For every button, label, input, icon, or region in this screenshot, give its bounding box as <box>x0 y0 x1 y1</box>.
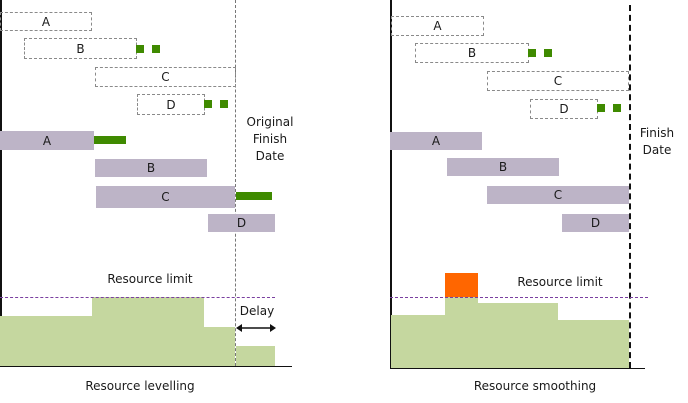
resource-block <box>478 303 558 368</box>
task-label: D <box>590 216 601 230</box>
over-allocation-block <box>445 273 478 297</box>
resource-block <box>236 346 275 366</box>
smoothing-resource-limit-line <box>390 297 648 298</box>
float-marker <box>204 100 212 108</box>
resource-block <box>92 297 204 366</box>
task-label: C <box>161 70 170 84</box>
float-bar <box>94 136 126 144</box>
resource-block <box>445 297 478 368</box>
finish-label-line: Finish <box>252 132 288 146</box>
task-label: C <box>553 74 563 88</box>
smoothing-resource-limit-label: Resource limit <box>517 275 603 289</box>
smoothing-task-b: B <box>447 158 559 176</box>
finish-label-line: Finish <box>639 126 675 140</box>
smoothing-original-task-d: D <box>530 99 598 119</box>
smoothing-original-task-b: B <box>415 43 529 63</box>
smoothing-original-task-c: C <box>487 71 629 91</box>
task-label: D <box>236 216 247 230</box>
smoothing-caption: Resource smoothing <box>473 379 597 393</box>
task-label: A <box>41 14 51 29</box>
levelling-caption: Resource levelling <box>85 379 195 393</box>
task-label: A <box>431 134 441 148</box>
float-marker <box>613 104 621 112</box>
levelling-resource-limit-label: Resource limit <box>107 272 193 286</box>
float-marker <box>152 45 160 53</box>
delay-arrow-icon <box>236 324 276 332</box>
levelling-resource-limit-line <box>0 297 275 298</box>
smoothing-finish-date-label: Finish Date <box>634 125 680 159</box>
levelling-x-axis <box>0 366 292 367</box>
task-label: A <box>42 133 52 148</box>
levelling-finish-date-label: Original Finish Date <box>240 114 300 165</box>
smoothing-task-a: A <box>390 132 482 150</box>
resource-block <box>204 327 235 366</box>
task-label: D <box>166 97 176 112</box>
task-label: C <box>161 190 170 204</box>
float-marker <box>220 100 228 108</box>
float-marker <box>597 104 605 112</box>
delay-label: Delay <box>239 304 275 318</box>
task-label: A <box>433 19 442 33</box>
smoothing-task-d: D <box>562 214 629 232</box>
levelling-task-b: B <box>95 159 207 177</box>
levelling-task-d: D <box>208 214 275 232</box>
levelling-original-task-a: A <box>0 12 92 31</box>
resource-block <box>0 316 92 366</box>
levelling-task-c: C <box>96 186 235 208</box>
levelling-original-task-d: D <box>137 94 205 115</box>
smoothing-original-task-a: A <box>391 16 484 36</box>
levelling-y-axis <box>0 0 2 366</box>
levelling-original-task-b: B <box>24 38 137 59</box>
float-marker <box>528 49 536 57</box>
resource-block <box>391 315 445 368</box>
task-label: B <box>76 41 85 56</box>
finish-label-line: Original <box>246 115 294 129</box>
smoothing-y-axis <box>390 0 392 368</box>
finish-label-line: Date <box>642 143 672 157</box>
smoothing-task-c: C <box>487 186 629 204</box>
task-label: B <box>498 160 508 174</box>
smoothing-finish-date-line <box>629 5 631 368</box>
task-label: B <box>146 161 156 175</box>
float-bar <box>236 192 272 200</box>
task-label: D <box>559 102 569 116</box>
smoothing-x-axis <box>390 368 645 369</box>
task-label: C <box>553 188 563 202</box>
float-marker <box>544 49 552 57</box>
finish-label-line: Date <box>255 149 285 163</box>
resource-block <box>558 320 629 368</box>
task-label: B <box>467 46 477 60</box>
levelling-original-task-c: C <box>95 67 236 87</box>
levelling-finish-date-line <box>235 0 236 366</box>
float-marker <box>136 45 144 53</box>
levelling-task-a: A <box>0 131 94 150</box>
